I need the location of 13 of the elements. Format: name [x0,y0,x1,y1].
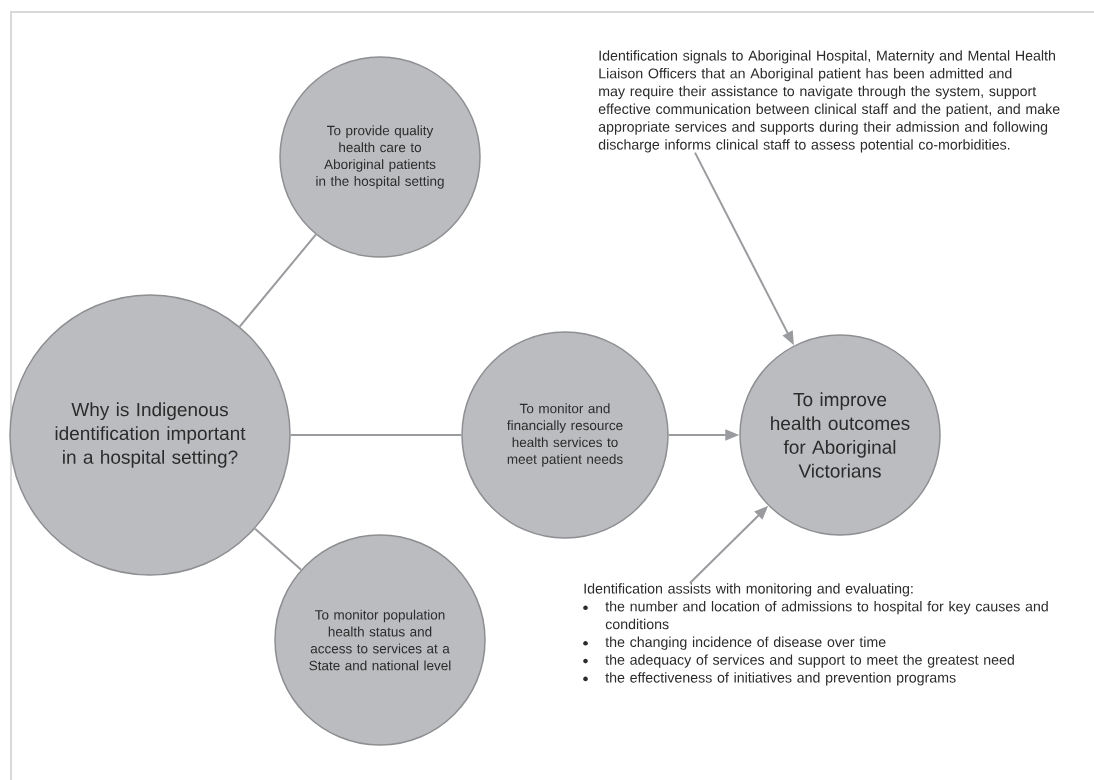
circle-node: To improve health outcomes for Aboriginal Victorians [739,334,941,536]
bullet-item: the effectiveness of initiatives and prevention programs [605,672,956,686]
bullet-item: the changing incidence of disease over time [605,636,886,650]
paragraph: Identification assists with monitoring and evaluating: [584,583,913,597]
circle-node: To monitor and financially resource health services to meet patient needs [461,331,669,539]
paragraph: Identification signals to Aboriginal Hospital, Maternity and Mental Health Liaison Officers that an Aboriginal patient has been admitted and may require their assistance to navigate through the system, support effective communication between clinical staff and the patient, and make appropriate services and supports during their admission and following discharge informs clinical staff to assess potential co-morbidities. [598,50,1060,153]
bullet-item: the adequacy of services and support to meet the greatest need [605,654,1014,668]
connector-line [254,527,303,571]
circle-node: To provide quality health care to Aboriginal patients in the hospital setting [279,56,481,258]
circle-node: Why is Indigenous identification important in a hospital setting? [9,294,291,576]
circle-node: To monitor population health status and access to services at a State and national level [274,534,486,746]
connector-line [289,434,463,436]
connector-line [238,233,317,328]
